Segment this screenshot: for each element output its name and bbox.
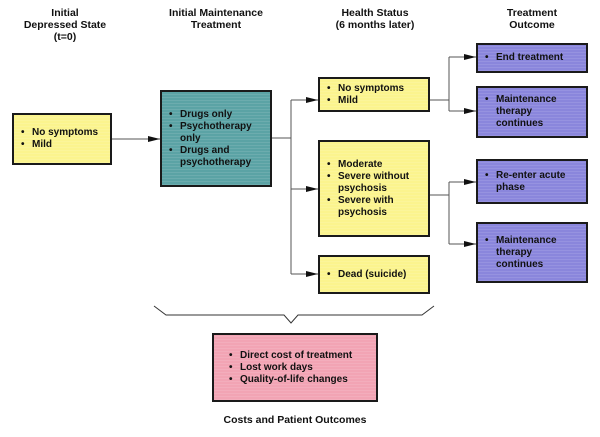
header-health-status: Health Status (6 months later) xyxy=(335,7,415,31)
costs-box: Direct cost of treatment Lost work days … xyxy=(212,333,378,402)
list-item: Dead (suicide) xyxy=(326,269,422,281)
health-box-severe: Moderate Severe without psychosis Severe… xyxy=(318,140,430,237)
list-item: Lost work days xyxy=(228,362,370,374)
outcome-box-reenter-acute: Re-enter acute phase xyxy=(476,159,588,204)
list-item: Maintenance therapy continues xyxy=(484,94,572,130)
list-item: Drugs and psychotherapy xyxy=(168,145,266,169)
list-item: Direct cost of treatment xyxy=(228,350,370,362)
health-box-mild: No symptoms Mild xyxy=(318,77,430,112)
health-box-dead: Dead (suicide) xyxy=(318,255,430,294)
maintenance-treatment-box: Drugs only Psychotherapy only Drugs and … xyxy=(160,90,272,187)
list-item: Psychotherapy only xyxy=(168,121,266,145)
list-item: Maintenance therapy continues xyxy=(484,235,572,271)
outcome-box-maintenance-2: Maintenance therapy continues xyxy=(476,222,588,283)
list-item: No symptoms xyxy=(20,127,104,139)
list-item: End treatment xyxy=(484,52,580,64)
list-item: Severe without psychosis xyxy=(326,171,424,195)
header-treatment-outcome: Treatment Outcome xyxy=(506,7,558,31)
list-item: Mild xyxy=(20,139,104,151)
initial-state-box: No symptoms Mild xyxy=(12,113,112,165)
list-item: Drugs only xyxy=(168,109,266,121)
outcome-box-end-treatment: End treatment xyxy=(476,43,588,73)
list-item: Re-enter acute phase xyxy=(484,170,576,194)
costs-caption: Costs and Patient Outcomes xyxy=(223,414,367,426)
list-item: No symptoms xyxy=(326,83,422,95)
grouping-brace xyxy=(153,305,435,324)
header-initial-state: Initial Depressed State (t=0) xyxy=(23,7,107,43)
list-item: Quality-of-life changes xyxy=(228,374,370,386)
outcome-box-maintenance-1: Maintenance therapy continues xyxy=(476,86,588,138)
list-item: Severe with psychosis xyxy=(326,195,424,219)
list-item: Mild xyxy=(326,95,422,107)
list-item: Moderate xyxy=(326,159,424,171)
header-maintenance-treatment: Initial Maintenance Treatment xyxy=(169,7,263,31)
